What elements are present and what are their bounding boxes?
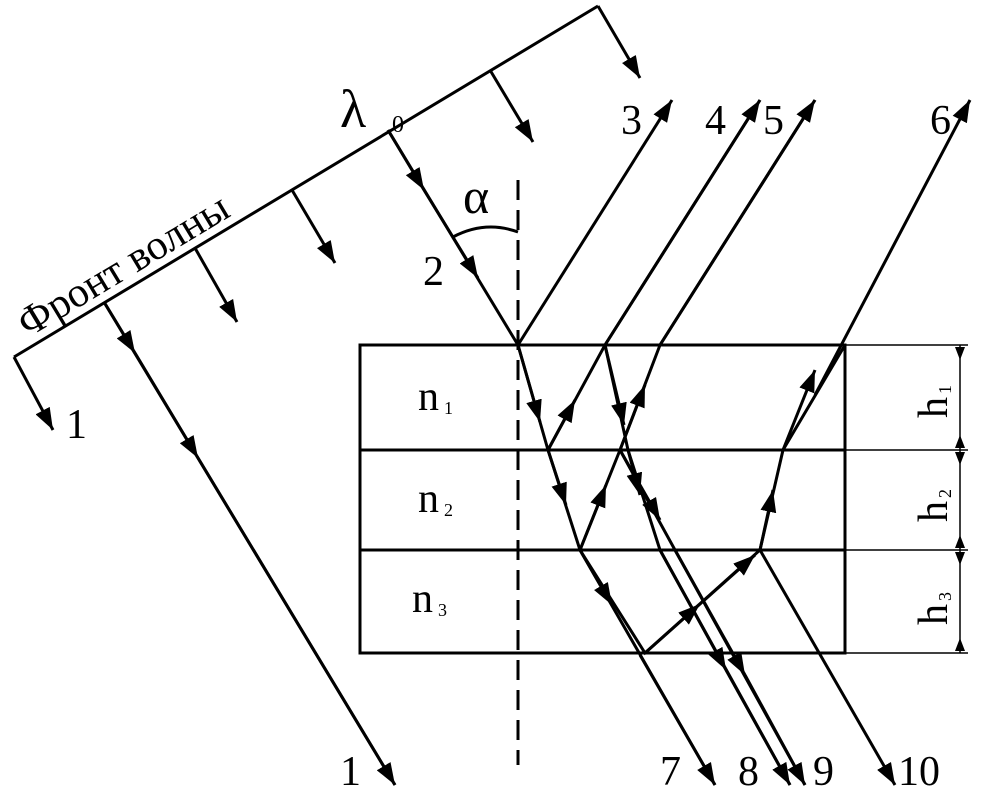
medium-n1-label: n 1 [418,374,453,420]
ray-5-arrow-c [658,99,817,346]
wavefront-line [13,4,599,359]
medium-n2-label: n 2 [418,476,453,522]
angle-arc [452,225,519,239]
wavelength-symbol: λ [340,79,366,139]
thickness-h3-symbol: h [911,604,957,625]
ray-1-arrow-b [133,352,200,459]
ray-9-arrow-a [618,449,662,521]
wavefront-arrow-5 [596,5,642,79]
ray-4-arrow-a [546,399,577,451]
ray-1-arrow-c [196,457,397,786]
thickness-h3-index: 3 [935,592,955,601]
thickness-h1-symbol: h [911,397,957,418]
ray-label-9: 9 [813,749,834,795]
medium-n1-symbol: n [418,374,439,420]
ray-1-arrow-a [102,301,137,354]
ray-label-8: 8 [738,749,759,795]
ray-label-2: 2 [423,249,444,295]
ray-3-reflected [516,99,674,346]
ray-6-exit [813,99,972,396]
medium-n3-index: 3 [438,600,447,620]
ray-label-1-bottom: 1 [340,749,361,795]
medium-n2-symbol: n [418,476,439,522]
wavefront-arrow-3 [290,189,337,264]
ray-label-1-left: 1 [66,402,87,448]
wavelength-label: λ 0 [340,79,404,139]
wavelength-subscript: 0 [392,112,404,138]
ray-6-arrow-d [781,369,817,451]
film-outline [358,343,847,655]
ray-label-6: 6 [930,98,951,144]
thickness-h2-index: 2 [935,489,955,498]
ray-6-arrow-b [699,553,756,606]
ray-label-5: 5 [763,98,784,144]
ray-9-arrow-c [743,674,807,786]
ray-7-arrow [638,654,717,786]
ray-label-7: 7 [660,749,681,795]
medium-n3-symbol: n [412,576,433,622]
ray-8-arrow-end [724,669,792,786]
ray-10-path [758,549,897,786]
ray-label-3: 3 [621,98,642,144]
ray-label-10: 10 [898,749,940,795]
ray-5-path [578,99,817,551]
ray-9-arrow-b [673,549,747,676]
thickness-h2-symbol: h [911,501,957,522]
medium-n1-index: 1 [444,398,453,418]
ray-2-arrow-b [422,189,480,279]
wavefront-label: Фронт волны [9,184,237,346]
thickness-h1-label: h 1 [911,385,957,418]
ray-5-arrow-a [578,484,608,551]
angle-label: α [463,168,489,224]
ray-8-arrow-a [603,344,627,426]
ray-4-arrow-b [603,99,762,346]
wavefront [12,4,642,431]
ray-refracted-path [516,344,717,786]
ray-refracted-arrow-1 [516,344,542,423]
ray-8-path [603,344,792,786]
ray-2-arrow [386,129,426,191]
ray-6-arrow-c [758,489,777,551]
thickness-h2-label: h 2 [911,489,957,522]
film-layers [358,343,847,655]
ray-label-4: 4 [705,98,726,144]
wavefront-arrow-2 [193,247,239,323]
medium-n3-label: n 3 [412,576,447,622]
thickness-dimensions [845,344,968,654]
thickness-h1-index: 1 [935,385,955,394]
wavefront-arrow-4 [488,69,535,143]
thickness-h3-label: h 3 [911,592,957,625]
ray-refracted-arrow-2 [546,449,568,506]
wavefront-arrow-1 [12,356,55,431]
medium-n2-index: 2 [444,500,453,520]
ray-6-arrow-a [644,602,701,655]
